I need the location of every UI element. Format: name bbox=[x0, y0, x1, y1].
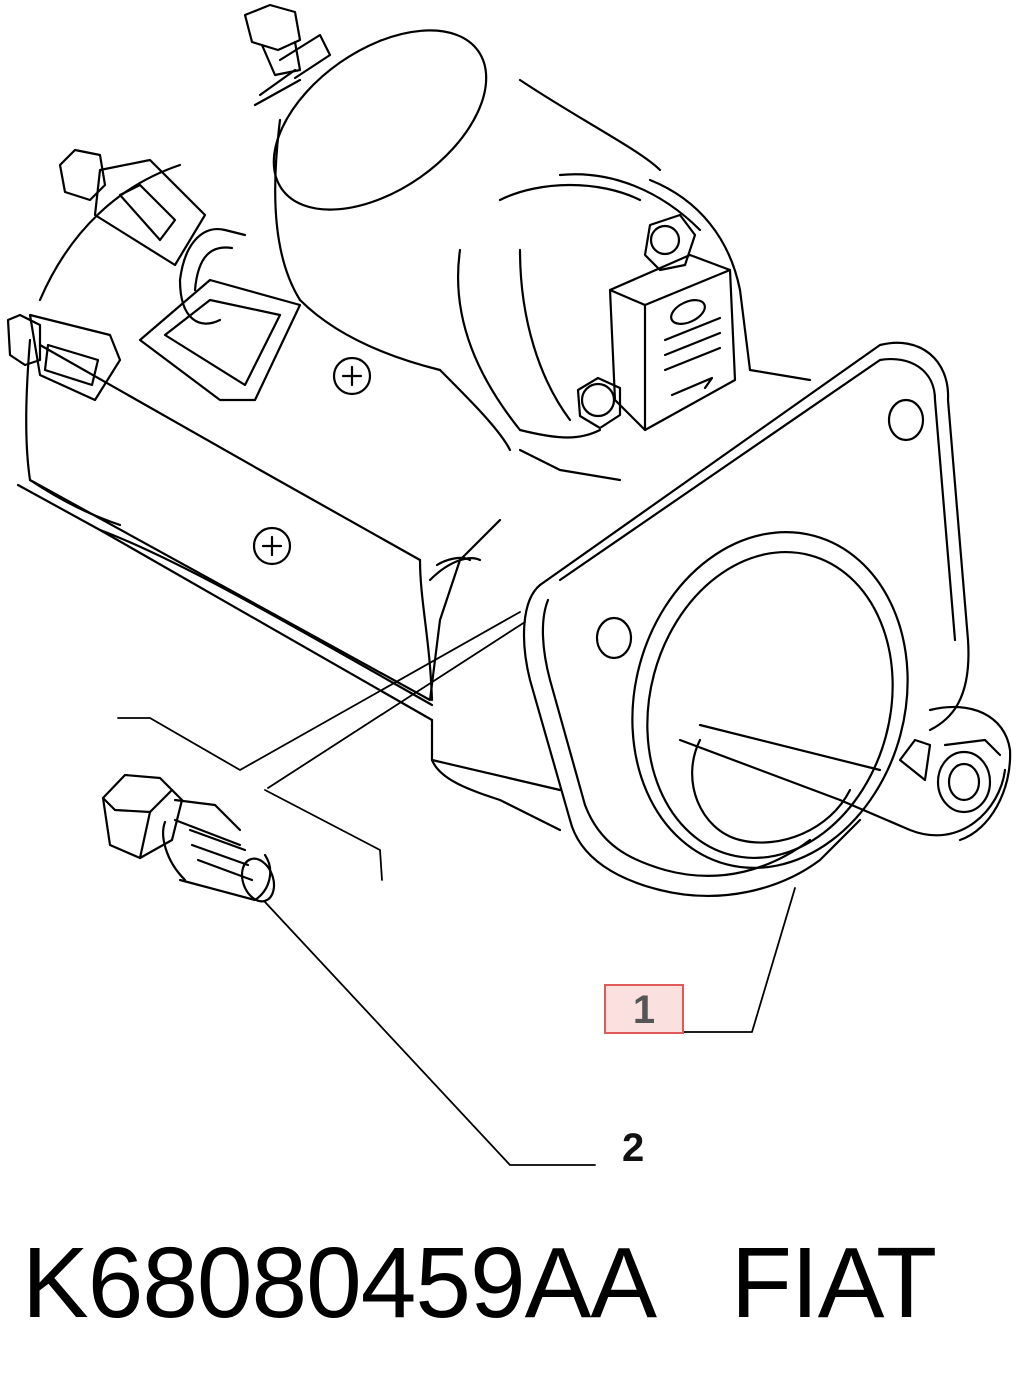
top-terminal bbox=[243, 3, 332, 80]
drive-housing bbox=[631, 531, 1012, 869]
brand-name: FIAT bbox=[730, 1227, 937, 1339]
motor-body bbox=[16, 163, 562, 832]
starter-motor-drawing bbox=[6, 3, 1012, 1166]
part-caption: K68080459AA FIAT bbox=[22, 1227, 937, 1339]
callout-item-1[interactable]: 1 bbox=[604, 984, 684, 1034]
terminal-box bbox=[576, 213, 737, 432]
left-terminal bbox=[6, 148, 207, 402]
screw-head-icon bbox=[252, 356, 372, 566]
bolt-drawing bbox=[101, 773, 276, 903]
solenoid bbox=[253, 29, 812, 482]
part-number: K68080459AA bbox=[22, 1227, 652, 1339]
leader-lines bbox=[117, 611, 796, 1166]
cable-bracket bbox=[138, 228, 302, 402]
callout-item-2[interactable]: 2 bbox=[622, 1126, 645, 1170]
mounting-flange bbox=[522, 341, 970, 897]
